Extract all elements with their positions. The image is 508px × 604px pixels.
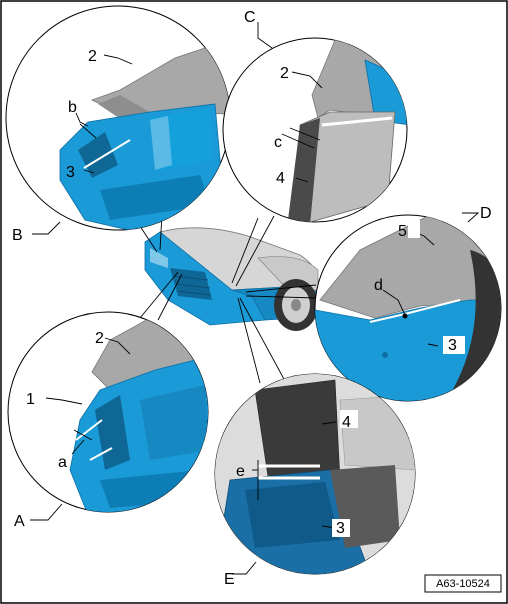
label-c-4: 4 [276, 170, 285, 187]
label-b-3: 3 [66, 164, 75, 181]
label-e-3: 3 [336, 520, 345, 537]
label-d: d [374, 277, 383, 294]
label-b-2: 2 [88, 48, 97, 65]
car-illustration [144, 227, 323, 331]
label-a-1: 1 [26, 391, 35, 408]
view-label-a: A [14, 513, 25, 530]
detail-view-c [222, 37, 408, 223]
detail-view-b [5, 5, 231, 231]
label-c-2: 2 [280, 65, 289, 82]
label-b: b [68, 99, 77, 116]
leader-lines [30, 22, 480, 575]
figure-id: A63-10524 [436, 578, 490, 590]
label-c: c [274, 134, 282, 151]
view-label-b: B [12, 227, 23, 244]
detail-view-a [7, 311, 209, 513]
view-label-d: D [480, 205, 492, 222]
view-label-c: C [244, 9, 256, 26]
label-a: a [58, 454, 67, 471]
label-a-2: 2 [95, 330, 104, 347]
label-d-5: 5 [398, 223, 407, 240]
label-e-4: 4 [342, 414, 351, 431]
detail-view-e [214, 373, 416, 575]
label-backgrounds [332, 220, 465, 537]
label-e: e [236, 463, 245, 480]
detail-view-d [314, 214, 502, 402]
figure-reference: A63-10524 [424, 574, 502, 593]
view-label-e: E [224, 571, 235, 588]
labels: 2 b 3 B C 2 c 4 D 5 d 3 2 1 a A 4 e 3 E [12, 9, 492, 588]
label-d-3: 3 [448, 337, 457, 354]
